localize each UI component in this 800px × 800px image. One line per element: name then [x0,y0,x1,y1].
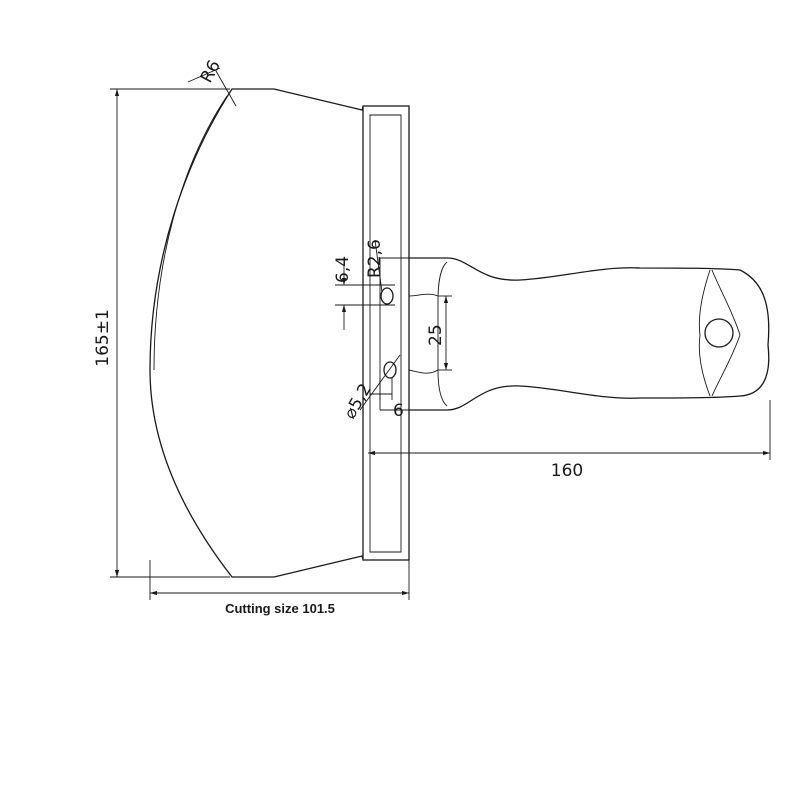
label-overall-height: 165±1 [93,309,113,367]
handle-outline [409,257,770,411]
rivet-hole-bottom [383,361,397,379]
dimension-cutting-size: Cutting size 101.5 [149,560,410,616]
label-total-length: 160 [551,461,583,481]
dimension-blade-radius: R6 [187,57,237,107]
tang-ends [380,257,409,411]
blade-outline [149,88,364,578]
handle-cap-line-2 [698,269,711,397]
tang-slot [408,293,439,374]
blade-edge-line [153,95,228,371]
handle-inner-contour [437,261,448,407]
label-handle-width: 25 [426,324,446,346]
hanging-hole [704,318,734,348]
dimension-slot-radius: R2,6 [365,239,385,293]
handle [379,257,770,411]
label-hole-diameter: ⌀5,2 [340,380,376,422]
handle-cap-line [711,269,741,397]
dimension-handle-width: 25 [426,295,452,371]
ferrule [362,105,410,561]
label-cutting-size: Cutting size 101.5 [225,601,335,616]
ferrule-inner [369,114,402,553]
label-hole-spacing: 6,4 [333,256,353,283]
dimension-total-length: 160 [368,400,771,481]
rivet-hole-top [380,287,394,305]
label-blade-radius: R6 [197,57,225,86]
blade [149,88,364,578]
label-slot-radius: R2,6 [365,239,385,278]
dimension-hole-spacing: 6,4 [333,256,395,330]
label-hole-offset: 6 [393,401,404,421]
dimension-hole-offset: 6 [370,378,404,421]
dimension-overall-height: 165±1 [93,88,230,578]
